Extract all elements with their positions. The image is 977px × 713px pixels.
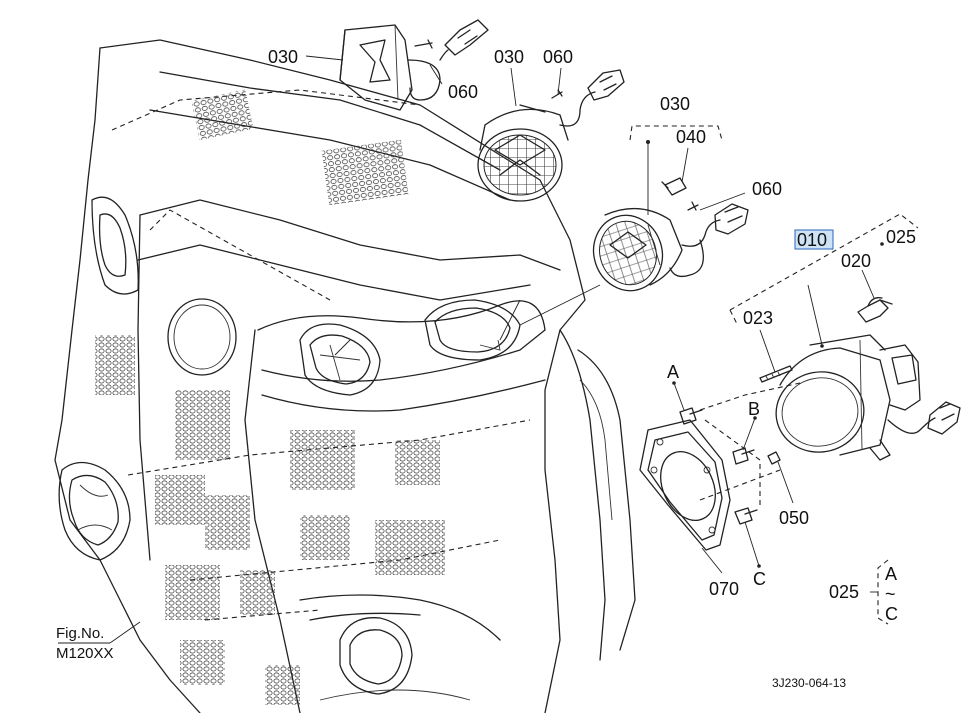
callout-030-b: 030: [494, 47, 524, 67]
callout-c: C: [753, 569, 766, 589]
range-c: C: [885, 604, 898, 624]
callout-b: B: [748, 399, 760, 419]
callout-060-a: 060: [448, 82, 478, 102]
headlamp-assembly-010: [699, 213, 961, 505]
callout-060-c: 060: [752, 179, 782, 199]
drawing-code: 3J230-064-13: [772, 676, 846, 690]
callout-030-a: 030: [268, 47, 298, 67]
bolts-a-b-c: [679, 407, 781, 525]
range-tilde: ~: [885, 584, 896, 604]
tractor-hood: [54, 39, 636, 713]
callout-023: 023: [743, 308, 773, 328]
range-a: A: [885, 564, 897, 584]
callout-020: 020: [841, 251, 871, 271]
leader-lines: [58, 55, 889, 644]
lamp-030-top: [339, 19, 489, 111]
lamp-030-third: [592, 177, 749, 292]
callout-040: 040: [676, 127, 706, 147]
callout-030-c: 030: [660, 94, 690, 114]
fig-label: Fig.No.: [56, 625, 104, 642]
fig-number: M120XX: [56, 645, 114, 662]
lamp-030-second: [477, 69, 625, 202]
callout-060-b: 060: [543, 47, 573, 67]
callout-050: 050: [779, 508, 809, 528]
callout-025-b: 025: [829, 582, 859, 602]
callout-010[interactable]: 010: [797, 230, 827, 250]
callout-a: A: [667, 362, 679, 382]
callout-025-a: 025: [886, 227, 916, 247]
callout-010-highlight: [794, 229, 834, 250]
gasket-070: [639, 419, 731, 551]
callout-070: 070: [709, 579, 739, 599]
